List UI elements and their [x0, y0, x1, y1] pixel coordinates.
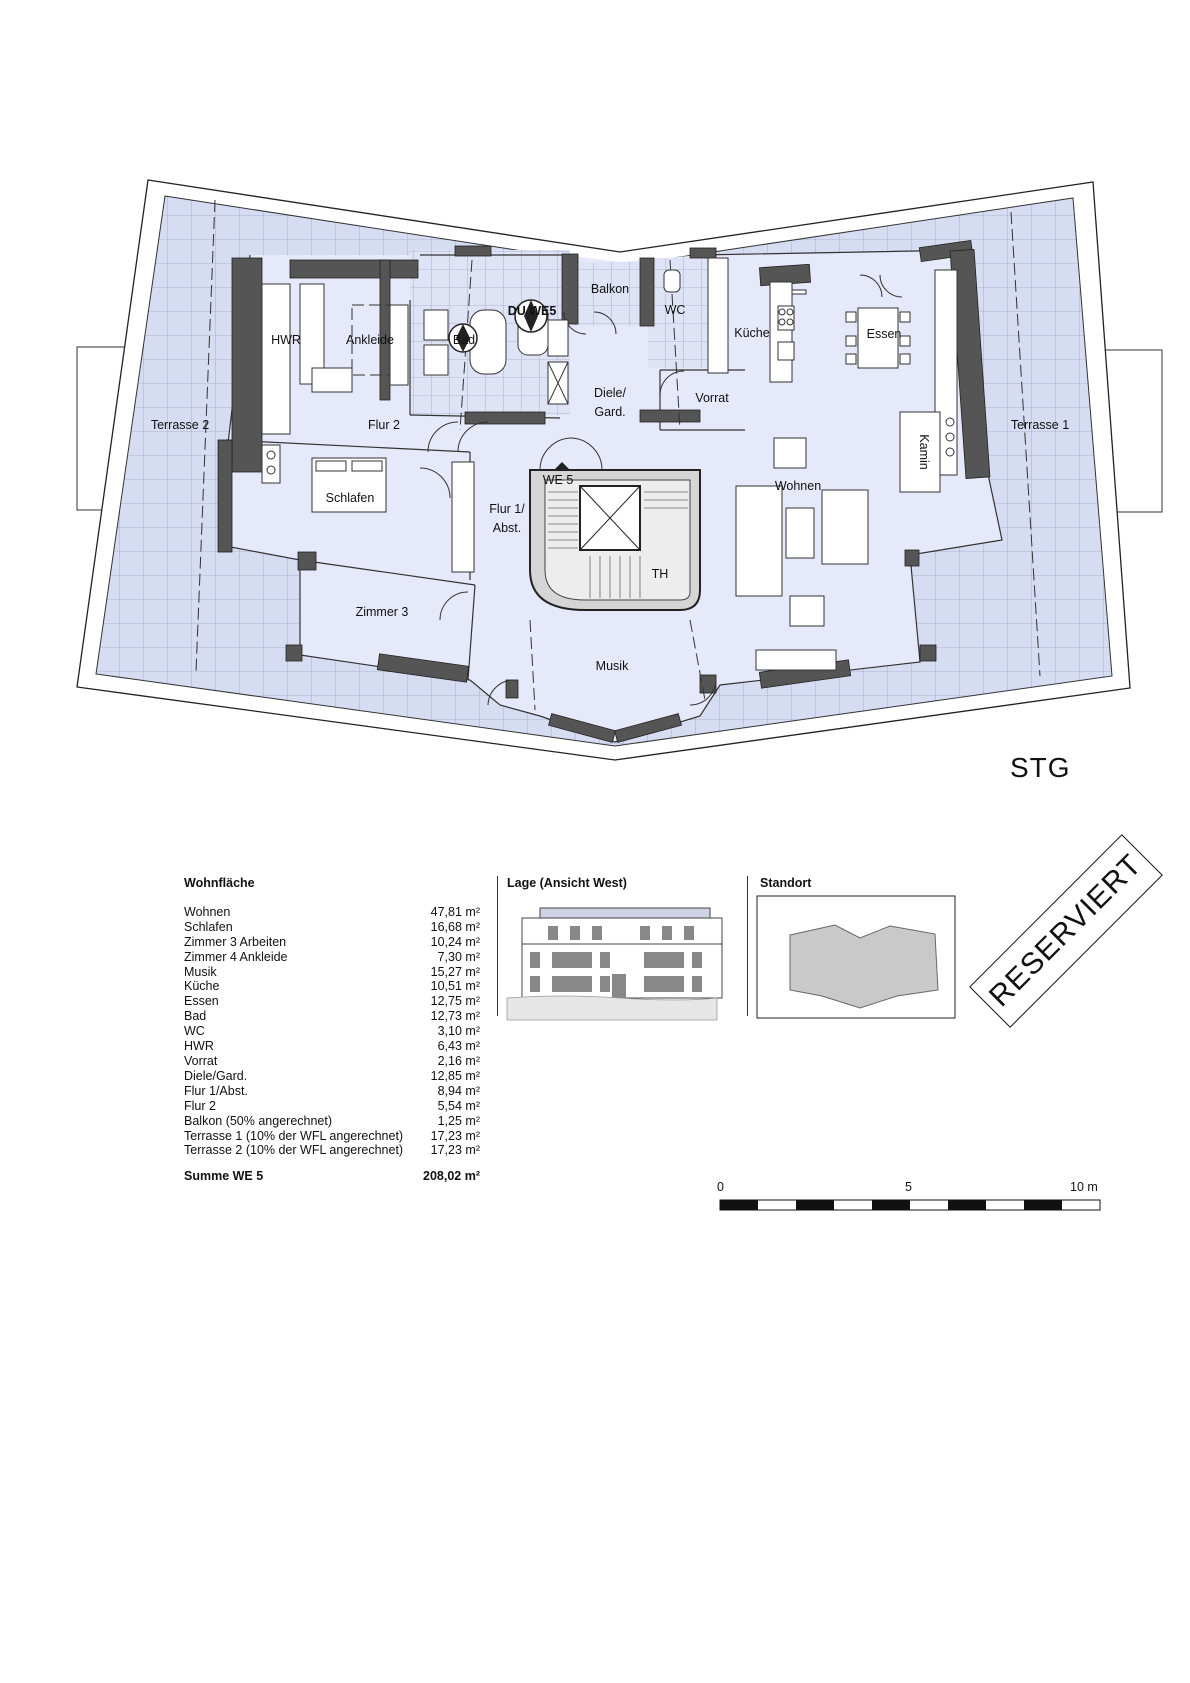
- area-row-value: 12,75 m²: [430, 994, 480, 1009]
- furniture: [261, 257, 958, 671]
- area-row-value: 47,81 m²: [430, 904, 480, 919]
- area-row-value: 17,23 m²: [430, 1143, 480, 1158]
- area-row-value: 5,54 m²: [437, 1098, 480, 1113]
- room-label-bad: Bad: [453, 333, 475, 347]
- area-table: Wohnfläche Wohnen 47,81 m² Schlafen 16,68 m…: [184, 876, 480, 1184]
- area-row-value: 12,73 m²: [430, 1009, 480, 1024]
- area-row: Balkon (50% angerechnet) 1,25 m²: [184, 1114, 480, 1129]
- area-row-name: Vorrat: [184, 1053, 218, 1068]
- area-row: Flur 1/Abst. 8,94 m²: [184, 1084, 480, 1099]
- area-row-value: 2,16 m²: [437, 1053, 480, 1068]
- room-label-wohnen: Wohnen: [775, 479, 821, 493]
- area-row-name: Balkon (50% angerechnet): [184, 1113, 333, 1128]
- scale-label-mid: 5: [905, 1180, 912, 1194]
- room-label-zimmer3: Zimmer 3: [356, 605, 409, 619]
- area-row: Bad 12,73 m²: [184, 1009, 480, 1024]
- scale-label-start: 0: [717, 1180, 724, 1194]
- area-row: Schlafen 16,68 m²: [184, 920, 480, 935]
- room-label-ankleide: Ankleide: [346, 333, 394, 347]
- area-sum-row: Summe WE 5 208,02 m²: [184, 1169, 480, 1184]
- area-row-value: 6,43 m²: [437, 1039, 480, 1054]
- area-row-name: Schlafen: [184, 919, 233, 934]
- area-row: Flur 2 5,54 m²: [184, 1099, 480, 1114]
- area-row-value: 7,30 m²: [437, 949, 480, 964]
- room-label-th: TH: [652, 567, 669, 581]
- area-row: WC 3,10 m²: [184, 1024, 480, 1039]
- scale-label-end: 10 m: [1070, 1180, 1098, 1194]
- room-label-terrasse2: Terrasse 2: [151, 418, 209, 432]
- area-table-title: Wohnfläche: [184, 876, 255, 890]
- area-row-name: Zimmer 4 Ankleide: [184, 949, 288, 964]
- room-label-balkon: Balkon: [591, 282, 629, 296]
- area-row-value: 12,85 m²: [430, 1068, 480, 1083]
- divider-1: [497, 876, 498, 1016]
- area-row-name: HWR: [184, 1039, 214, 1054]
- floor-label: STG: [1010, 752, 1071, 783]
- area-sum-label: Summe WE 5: [184, 1169, 264, 1184]
- area-row: HWR 6,43 m²: [184, 1039, 480, 1054]
- room-label-flur1a: Flur 1/: [489, 502, 525, 516]
- bath-marker: [448, 299, 548, 353]
- area-sum-value: 208,02 m²: [423, 1169, 480, 1184]
- room-label-vorrat: Vorrat: [695, 391, 729, 405]
- area-row: Essen 12,75 m²: [184, 994, 480, 1009]
- scale-bar: [719, 1199, 1101, 1211]
- lage-title: Lage (Ansicht West): [507, 876, 627, 890]
- room-label-kamin: Kamin: [917, 434, 931, 469]
- lage-elevation: [506, 890, 723, 1021]
- area-row: Vorrat 2,16 m²: [184, 1054, 480, 1069]
- standort-title: Standort: [760, 876, 812, 890]
- area-row-name: Küche: [184, 979, 220, 994]
- room-label-wc: WC: [665, 303, 686, 317]
- area-row-name: Terrasse 2 (10% der WFL angerechnet): [184, 1143, 404, 1158]
- area-row-value: 3,10 m²: [437, 1024, 480, 1039]
- room-label-essen: Essen: [867, 327, 902, 341]
- room-label-diele2: Gard.: [594, 405, 625, 419]
- area-row-value: 16,68 m²: [430, 919, 480, 934]
- area-row: Wohnen 47,81 m²: [184, 905, 480, 920]
- room-label-flur2: Flur 2: [368, 418, 400, 432]
- area-row-name: Wohnen: [184, 904, 231, 919]
- room-label-schlafen: Schlafen: [326, 491, 375, 505]
- door-swings: [419, 274, 903, 706]
- area-row-value: 1,25 m²: [437, 1113, 480, 1128]
- room-label-du: DU WE5: [508, 304, 557, 318]
- area-row-value: 15,27 m²: [430, 964, 480, 979]
- area-row-name: Flur 2: [184, 1098, 216, 1113]
- area-row-name: Diele/Gard.: [184, 1068, 248, 1083]
- room-label-kueche: Küche: [734, 326, 769, 340]
- area-row-name: Bad: [184, 1009, 207, 1024]
- area-row: Musik 15,27 m²: [184, 965, 480, 980]
- room-label-musik: Musik: [596, 659, 629, 673]
- area-row: Terrasse 2 (10% der WFL angerechnet) 17,2…: [184, 1143, 480, 1158]
- area-row: Diele/Gard. 12,85 m²: [184, 1069, 480, 1084]
- room-label-we5: WE 5: [543, 473, 574, 487]
- area-row-value: 10,24 m²: [430, 934, 480, 949]
- area-row: Küche 10,51 m²: [184, 979, 480, 994]
- area-row: Zimmer 4 Ankleide 7,30 m²: [184, 950, 480, 965]
- stair-core: [529, 462, 701, 611]
- divider-2: [747, 876, 748, 1016]
- heavy-walls: [217, 239, 991, 743]
- area-row-name: WC: [184, 1024, 205, 1039]
- room-label-terrasse1: Terrasse 1: [1011, 418, 1069, 432]
- balkon-tiles: [572, 262, 644, 326]
- standort-site-plan: [756, 895, 956, 1019]
- area-row-value: 17,23 m²: [430, 1128, 480, 1143]
- room-label-flur1b: Abst.: [493, 521, 522, 535]
- area-row-name: Essen: [184, 994, 219, 1009]
- room-label-diele1: Diele/: [594, 386, 626, 400]
- room-label-hwr: HWR: [271, 333, 301, 347]
- area-row-name: Musik: [184, 964, 217, 979]
- area-row: Zimmer 3 Arbeiten 10,24 m²: [184, 935, 480, 950]
- area-row-name: Zimmer 3 Arbeiten: [184, 934, 287, 949]
- area-row-name: Flur 1/Abst.: [184, 1083, 248, 1098]
- area-row: Terrasse 1 (10% der WFL angerechnet) 17,2…: [184, 1129, 480, 1144]
- area-row-value: 10,51 m²: [430, 979, 480, 994]
- area-row-name: Terrasse 1 (10% der WFL angerechnet): [184, 1128, 404, 1143]
- area-row-value: 8,94 m²: [437, 1083, 480, 1098]
